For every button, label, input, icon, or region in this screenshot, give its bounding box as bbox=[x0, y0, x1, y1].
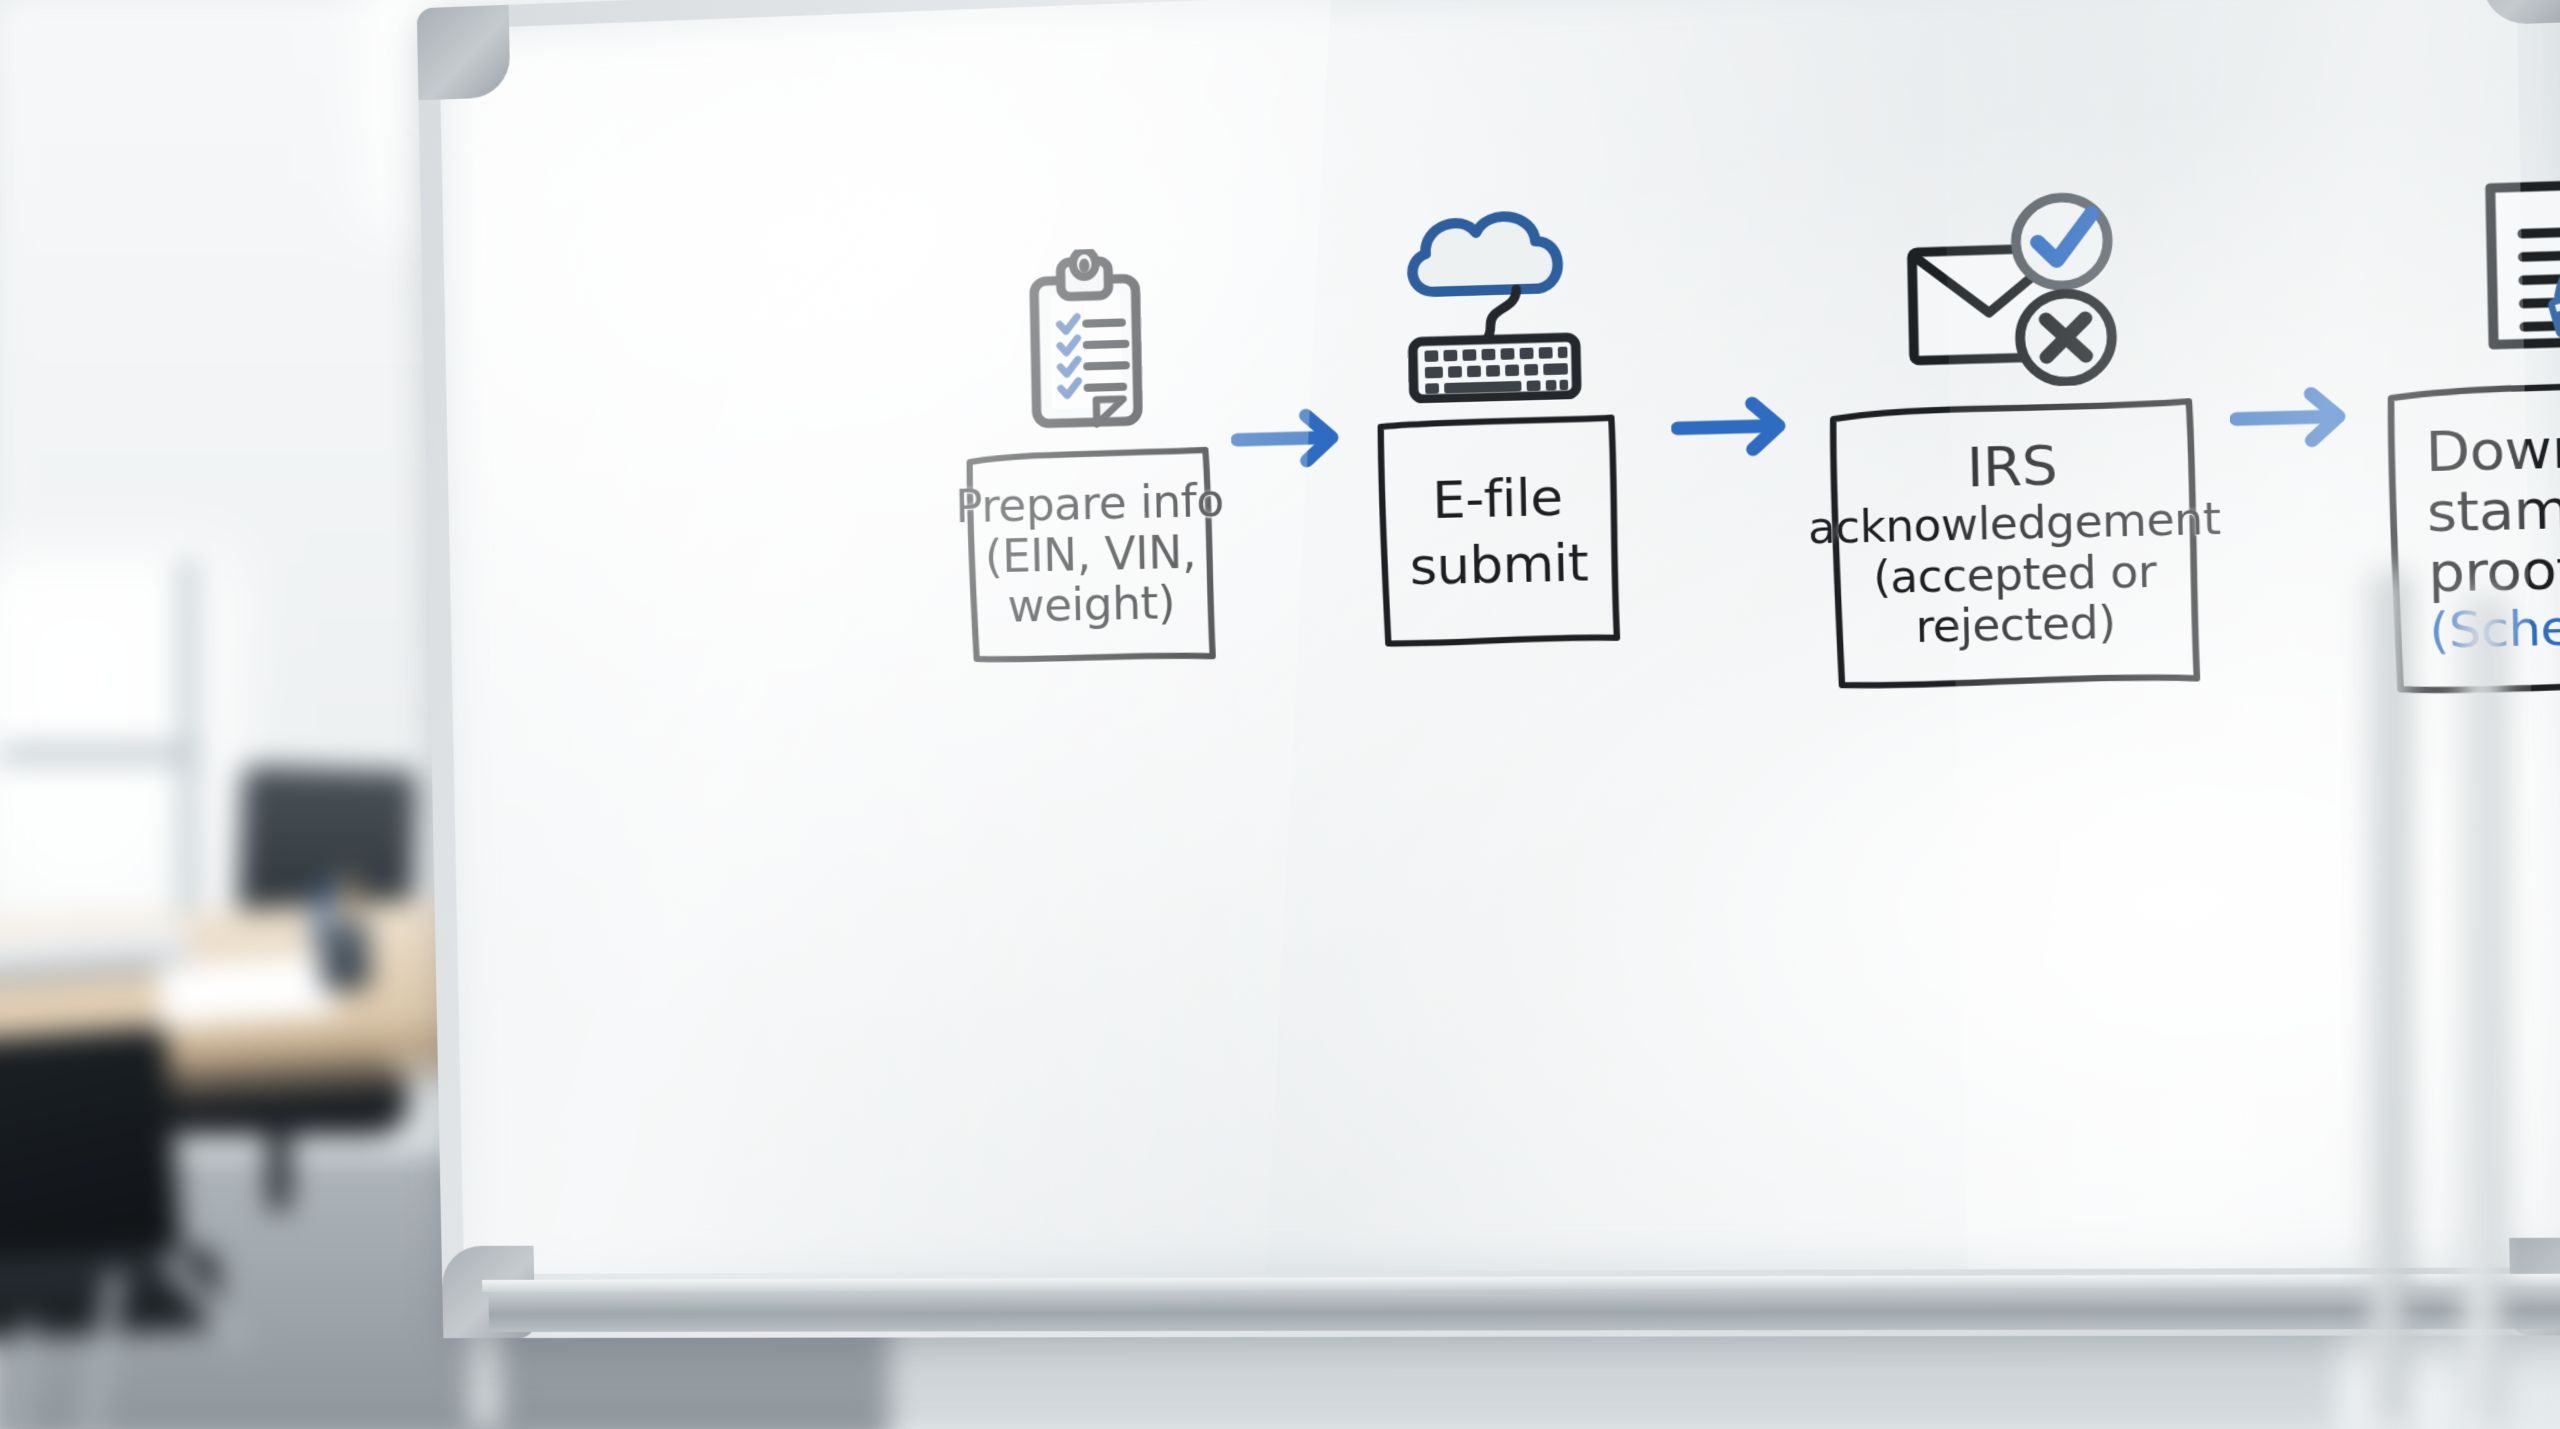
flow-box-2: E-file submit bbox=[1374, 412, 1622, 649]
flow-text-line: (accepted or bbox=[1872, 545, 2157, 604]
flow-box-1-text: Prepare info (EIN, VIN, weight) bbox=[955, 443, 1225, 668]
envelope-check-reject-icon bbox=[1898, 185, 2120, 390]
board-corner-top-left bbox=[416, 4, 511, 101]
flow-box-1: Prepare info (EIN, VIN, weight) bbox=[955, 443, 1225, 668]
flow-text-line: weight) bbox=[1007, 577, 1176, 634]
whiteboard-surface: Prepare info (EIN, VIN, weight) bbox=[439, 0, 2560, 1275]
whiteboard-stand-post-far-right bbox=[2463, 600, 2503, 1429]
paper-sheet bbox=[158, 953, 337, 1027]
flow-box-3: IRS acknowledgement (accepted or rejecte… bbox=[1808, 393, 2221, 694]
flow-text-line: acknowledgement bbox=[1807, 493, 2221, 555]
office-chair-stem bbox=[268, 1120, 290, 1210]
board-pen-tray bbox=[488, 1286, 2560, 1333]
window-mullion bbox=[180, 560, 196, 920]
flow-box-2-text: E-file submit bbox=[1374, 412, 1622, 649]
flow-step-3: IRS acknowledgement (accepted or rejecte… bbox=[1808, 183, 2221, 694]
flow-text-line: Download bbox=[2424, 414, 2560, 485]
whiteboard-stand-post-right bbox=[2370, 570, 2406, 1429]
cloud-keyboard-icon bbox=[1391, 192, 1596, 404]
flow-step-1: Prepare info (EIN, VIN, weight) bbox=[955, 245, 1225, 668]
flow-arrow-2 bbox=[1671, 393, 1806, 465]
flow-text-line: E-file bbox=[1431, 467, 1563, 530]
flow-text-line: stamped bbox=[2426, 475, 2560, 546]
clipboard-checklist-icon bbox=[1007, 247, 1166, 440]
flow-step-4: RECEIVED Download stamped proof (Schedu bbox=[2380, 153, 2560, 700]
flow-text-line: (EIN, VIN, bbox=[984, 526, 1197, 584]
flow-step-2: E-file submit bbox=[1370, 191, 1623, 649]
pen-cup bbox=[318, 918, 372, 992]
window-sill bbox=[0, 745, 200, 763]
whiteboard: Prepare info (EIN, VIN, weight) bbox=[416, 0, 2560, 1339]
flow-arrow-1 bbox=[1231, 405, 1358, 476]
flow-text-line: Prepare info bbox=[954, 474, 1225, 534]
document-received-stamp-icon: RECEIVED bbox=[2460, 156, 2560, 375]
flow-text-line: IRS bbox=[1966, 434, 2058, 500]
flow-arrow-3 bbox=[2229, 383, 2369, 456]
flow-box-3-text: IRS acknowledgement (accepted or rejecte… bbox=[1808, 393, 2221, 694]
stand-post-cap bbox=[2463, 594, 2503, 610]
flow-text-line: submit bbox=[1408, 532, 1589, 597]
flow-text-line: rejected) bbox=[1915, 597, 2116, 653]
process-flow-diagram: Prepare info (EIN, VIN, weight) bbox=[439, 0, 2560, 1274]
